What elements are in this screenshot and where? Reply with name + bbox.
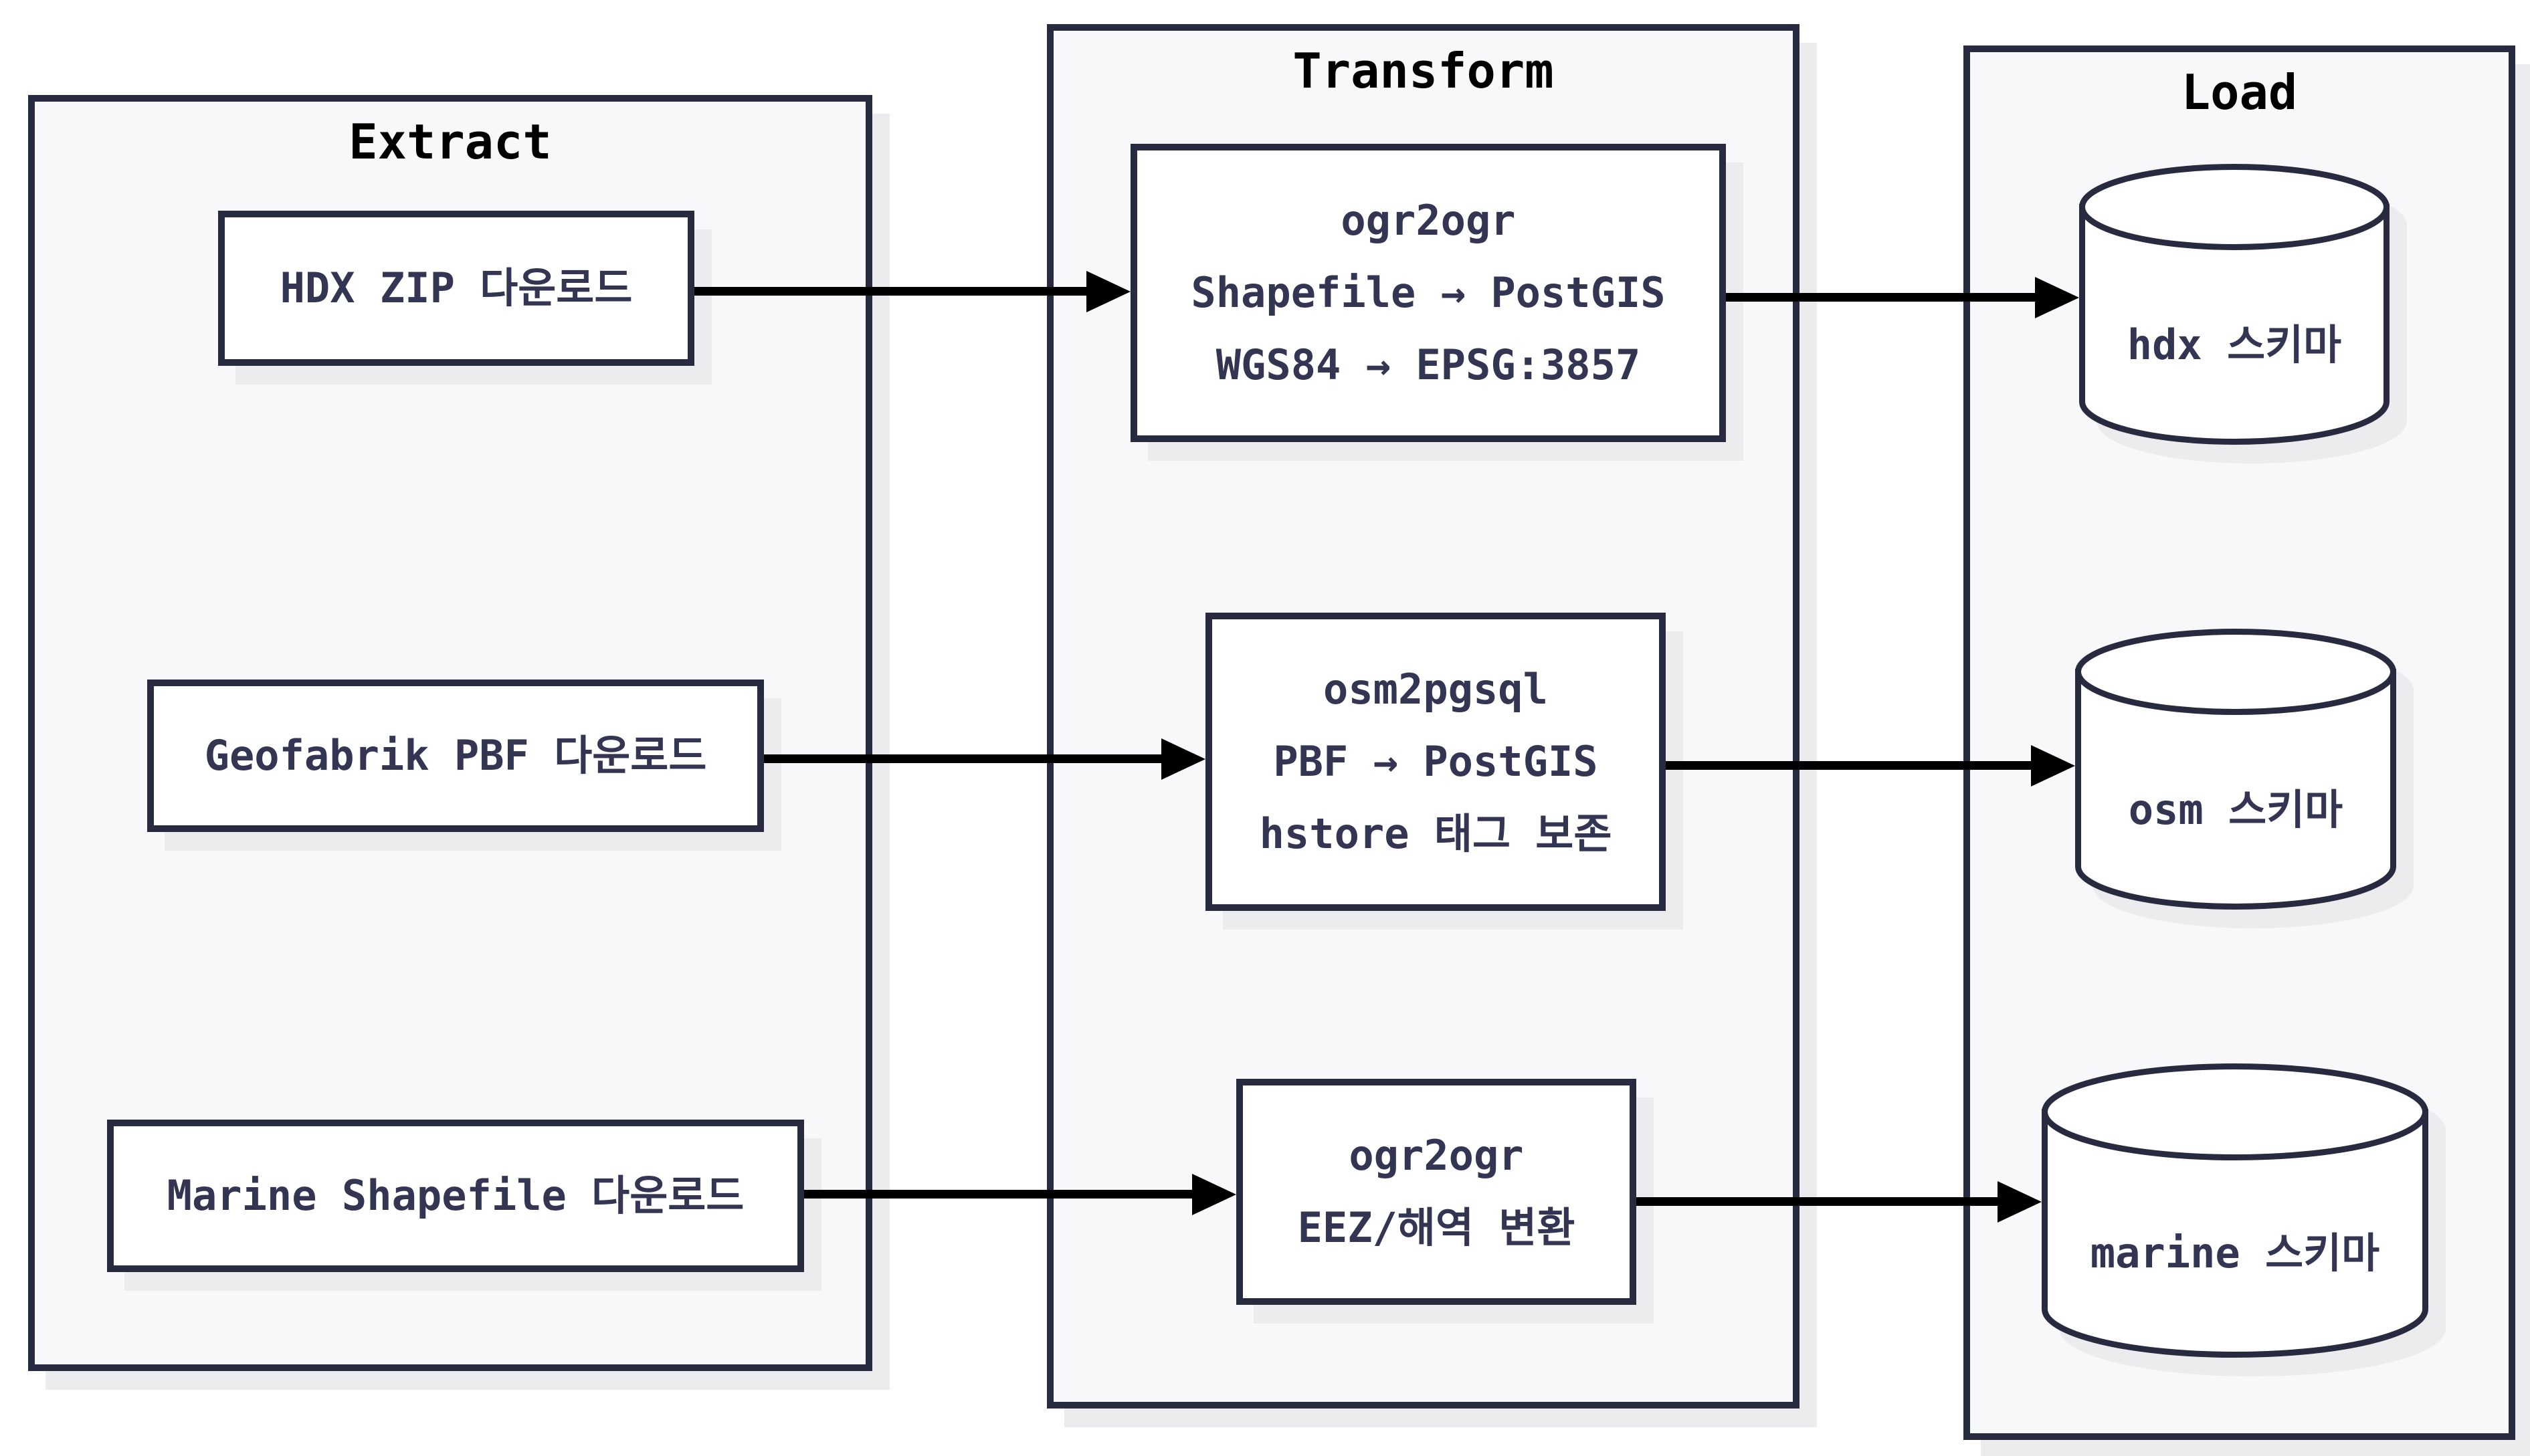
node-marine-shapefile-download-label: Marine Shapefile 다운로드 <box>167 1171 745 1220</box>
arrowhead-right-icon <box>1192 1173 1236 1215</box>
node-ogr2ogr-eez-line1: ogr2ogr <box>1349 1131 1524 1180</box>
node-ogr2ogr-shapefile-line3: WGS84 → EPSG:3857 <box>1215 340 1641 389</box>
arrow-line <box>694 287 1092 296</box>
arrow-line <box>764 754 1167 763</box>
group-load-title: Load <box>2181 64 2298 120</box>
database-cylinder-icon <box>2075 629 2396 910</box>
database-cylinder-icon <box>2042 1063 2428 1358</box>
arrowhead-right-icon <box>2031 744 2075 787</box>
arrow-geofabrik-download-to-osm2pgsql <box>764 738 1205 780</box>
arrow-osm2pgsql-to-osm-schema <box>1666 744 2075 787</box>
node-osm2pgsql: osm2pgsql PBF → PostGIS hstore 태그 보존 <box>1205 613 1666 911</box>
arrow-line <box>804 1190 1197 1199</box>
node-hdx-schema: hdx 스키마 <box>2079 164 2390 445</box>
database-cylinder-icon <box>2079 164 2390 445</box>
group-transform-title: Transform <box>1292 43 1554 99</box>
node-ogr2ogr-eez: ogr2ogr EEZ/해역 변환 <box>1236 1079 1636 1305</box>
arrow-line <box>1666 761 2036 770</box>
node-hdx-schema-label: hdx 스키마 <box>2127 320 2342 369</box>
arrowhead-right-icon <box>1161 738 1205 780</box>
node-osm2pgsql-line1: osm2pgsql <box>1323 665 1548 714</box>
node-osm2pgsql-line2: PBF → PostGIS <box>1273 737 1598 786</box>
arrow-line <box>1726 293 2040 302</box>
arrowhead-right-icon <box>2035 276 2079 318</box>
node-ogr2ogr-shapefile-line1: ogr2ogr <box>1341 196 1516 245</box>
node-ogr2ogr-shapefile: ogr2ogr Shapefile → PostGIS WGS84 → EPSG… <box>1131 144 1726 442</box>
node-geofabrik-pbf-download-label: Geofabrik PBF 다운로드 <box>204 731 707 780</box>
node-hdx-zip-download-label: HDX ZIP 다운로드 <box>280 264 633 312</box>
node-marine-schema-label: marine 스키마 <box>2090 1229 2380 1277</box>
arrowhead-right-icon <box>1086 270 1131 312</box>
arrow-line <box>1636 1197 2003 1206</box>
arrow-ogr2ogr-eez-to-marine-schema <box>1636 1180 2042 1223</box>
node-ogr2ogr-eez-line2: EEZ/해역 변환 <box>1297 1203 1575 1252</box>
node-osm2pgsql-line3: hstore 태그 보존 <box>1259 809 1612 858</box>
arrow-ogr2ogr-to-hdx-schema <box>1726 276 2079 318</box>
node-marine-schema: marine 스키마 <box>2042 1063 2428 1358</box>
node-osm-schema-label: osm 스키마 <box>2128 785 2343 834</box>
node-geofabrik-pbf-download: Geofabrik PBF 다운로드 <box>147 680 764 832</box>
arrow-hdx-download-to-ogr2ogr <box>694 270 1131 312</box>
arrowhead-right-icon <box>1998 1180 2042 1223</box>
node-ogr2ogr-shapefile-line2: Shapefile → PostGIS <box>1191 268 1666 317</box>
node-marine-shapefile-download: Marine Shapefile 다운로드 <box>107 1120 804 1272</box>
node-osm-schema: osm 스키마 <box>2075 629 2396 910</box>
arrow-marine-download-to-ogr2ogr-eez <box>804 1173 1236 1215</box>
node-hdx-zip-download: HDX ZIP 다운로드 <box>218 211 694 366</box>
group-extract-title: Extract <box>349 114 552 170</box>
